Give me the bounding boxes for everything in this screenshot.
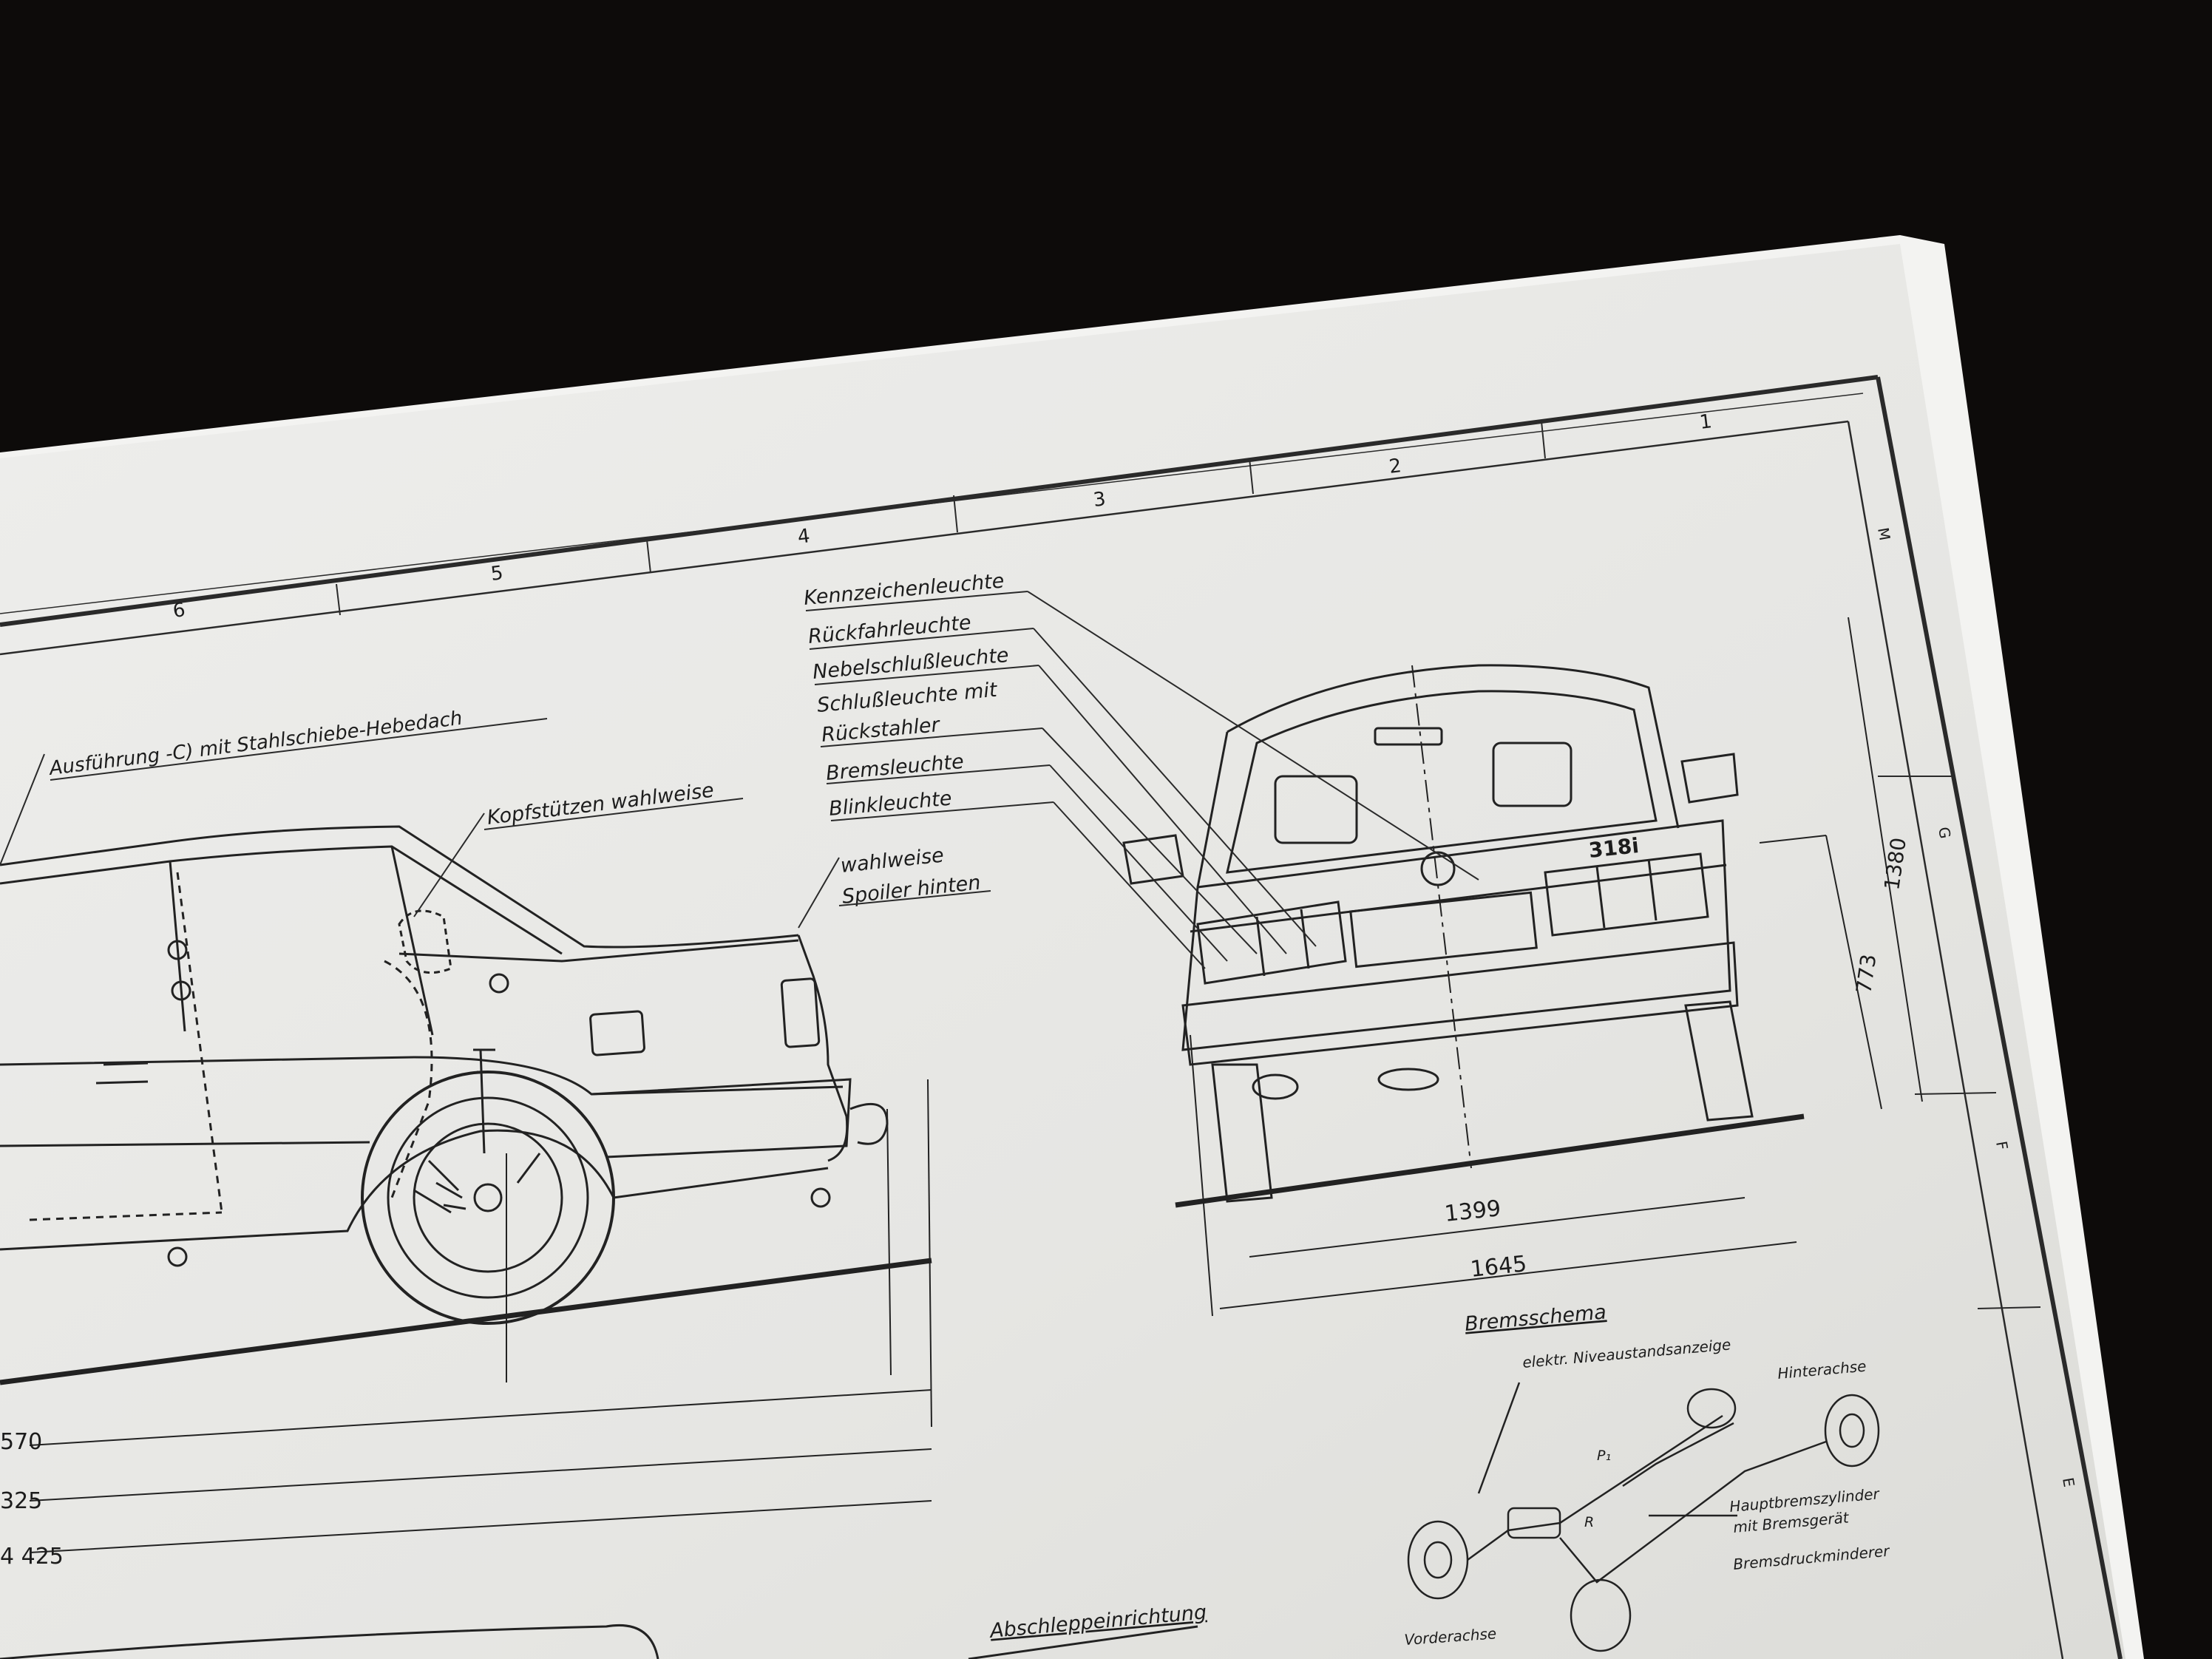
zone-number-3: 3: [1092, 488, 1107, 512]
edge-letter-m: M: [1874, 526, 1894, 542]
bottom-drawing-partial: [0, 1624, 1198, 1659]
zone-number-1: 1: [1698, 410, 1713, 434]
side-dimension-1: 570: [0, 1429, 42, 1455]
side-dimensions: 570 325 4 425: [0, 1429, 64, 1570]
edge-letters: M G F E: [1874, 526, 2078, 1489]
dimension-bumper-height: 773: [1851, 952, 1881, 995]
zone-number-5: 5: [489, 562, 504, 586]
side-view-drawing: [0, 825, 932, 1553]
edge-letter-e: E: [2059, 1476, 2078, 1489]
rear-view-drawing: [1122, 617, 1923, 1317]
edge-letter-g: G: [1935, 826, 1954, 840]
edge-letter-f: F: [1992, 1140, 2012, 1152]
dimension-width: 1645: [1469, 1251, 1528, 1283]
side-dimension-2: 325: [0, 1488, 42, 1514]
brake-p1-label: P₁: [1597, 1448, 1611, 1464]
zone-number-4: 4: [796, 525, 811, 549]
zone-number-6: 6: [172, 599, 186, 622]
side-dimension-3: 4 425: [0, 1544, 64, 1570]
model-badge: 318i: [1587, 833, 1640, 863]
drawing-frame: [0, 375, 2123, 1659]
brake-r-label: R: [1584, 1514, 1594, 1530]
dimension-track: 1399: [1443, 1195, 1502, 1227]
zone-numbers: 6 5 4 3 2 1: [172, 410, 1713, 622]
brake-schema-drawing: [1407, 1382, 1880, 1652]
zone-number-2: 2: [1388, 455, 1402, 478]
paper-sheet: [0, 244, 2126, 1659]
